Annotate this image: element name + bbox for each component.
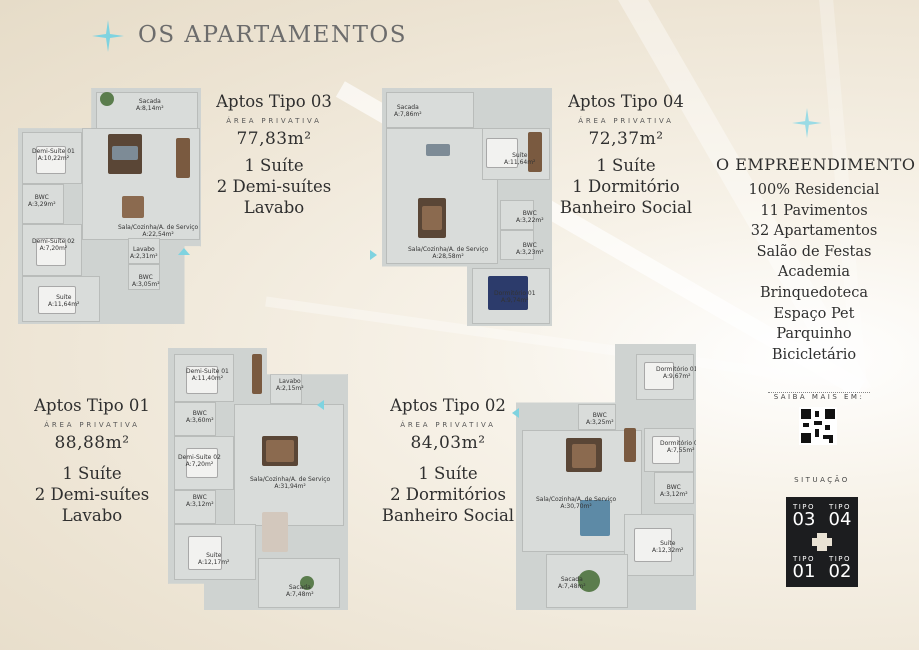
empreendimento-item: Salão de Festas [756,243,872,260]
empreendimento-section: O EMPREENDIMENTO 100% Residencial 11 Pav… [716,155,916,365]
empreendimento-item: Espaço Pet [773,305,855,322]
feature-item: 1 Dormitório [572,177,680,196]
situacao-tipo04: TIPO 04 [828,503,852,530]
room-label: BWC A:3,25m² [586,412,614,426]
apto-title: Aptos Tipo 02 [390,396,506,415]
area-privativa-label: ÁREA PRIVATIVA [226,117,322,125]
room-label: Suíte A:11,64m² [48,294,80,308]
empreendimento-item: Parquinho [776,326,852,343]
apto-area: 77,83m² [236,129,312,149]
entry-arrow-icon [178,248,190,255]
apto-info-tipo02: Aptos Tipo 02 ÁREA PRIVATIVA 84,03m² 1 S… [380,396,516,526]
area-privativa-label: ÁREA PRIVATIVA [44,421,140,429]
feature-item: 2 Demi-suítes [34,485,150,504]
room-label: BWC A:3,23m² [516,242,544,256]
feature-item: 2 Dormitórios [390,485,506,504]
situacao-tipo03: TIPO 03 [792,503,816,530]
feature-item: 1 Suíte [62,464,122,483]
room-label: Dormitório 02 A:7,55m² [660,440,696,454]
apto-features: 1 Suíte 2 Dormitórios Banheiro Social [380,463,516,526]
room-label: Sala/Cozinha/A. de Serviço A:28,58m² [408,246,489,260]
room-label: BWC A:3,12m² [660,484,688,498]
apto-info-tipo03: Aptos Tipo 03 ÁREA PRIVATIVA 77,83m² 1 S… [208,92,340,218]
situacao-tipo02: TIPO 02 [828,555,852,582]
situacao-tipo01: TIPO 01 [792,555,816,582]
apto-info-tipo01: Aptos Tipo 01 ÁREA PRIVATIVA 88,88m² 1 S… [24,396,160,526]
empreendimento-list: 100% Residencial 11 Pavimentos 32 Aparta… [716,180,912,365]
room-label: Sacada A:7,48m² [286,584,314,598]
room-label: BWC A:3,60m² [186,410,214,424]
empreendimento-item: 32 Apartamentos [750,223,878,240]
floor-plan-tipo03: Sacada A:8,14m² Demi-Suíte 01 A:10,22m² … [18,88,201,324]
room-label: BWC A:3,05m² [132,274,160,288]
apto-title: Aptos Tipo 01 [34,396,150,415]
room-label: Demi-Suíte 02 A:7,20m² [178,454,221,468]
feature-item: 1 Suíte [596,156,656,175]
apto-features: 1 Suíte 2 Demi-suítes Lavabo [24,463,160,526]
room-label: BWC A:3,22m² [516,210,544,224]
room-label: Dormitório 01 A:9,74m² [494,290,536,304]
empreendimento-item: Brinquedoteca [760,284,868,301]
room-label: Sacada A:7,86m² [394,104,422,118]
apto-features: 1 Suíte 1 Dormitório Banheiro Social [558,155,694,218]
apto-area: 88,88m² [54,433,130,453]
room-label: Lavabo A:2,31m² [130,246,158,260]
room-label: BWC A:3,12m² [186,494,214,508]
area-privativa-label: ÁREA PRIVATIVA [400,421,496,429]
page-title: OS APARTAMENTOS [138,22,408,48]
sparkle-icon [92,20,124,52]
apto-title: Aptos Tipo 03 [216,92,332,111]
entry-arrow-icon [317,400,324,410]
apto-features: 1 Suíte 2 Demi-suítes Lavabo [208,155,340,218]
room-label: Sala/Cozinha/A. de Serviço A:31,94m² [250,476,331,490]
room-label: Suíte A:12,32m² [652,540,684,554]
feature-item: 1 Suíte [244,156,304,175]
room-label: Dormitório 01 A:9,67m² [656,366,696,380]
saiba-mais-label: SAIBA MAIS EM: [768,392,870,401]
feature-item: Lavabo [243,198,305,217]
room-label: Sacada A:8,14m² [136,98,164,112]
sparkle-icon [792,108,822,138]
feature-item: 1 Suíte [418,464,478,483]
feature-item: Lavabo [61,506,123,525]
apto-info-tipo04: Aptos Tipo 04 ÁREA PRIVATIVA 72,37m² 1 S… [558,92,694,218]
entry-arrow-icon [512,408,519,418]
situacao-map: TIPO 03 TIPO 04 TIPO 01 TIPO 02 [786,497,858,587]
room-label: Sala/Cozinha/A. de Serviço A:22,54m² [118,224,199,238]
room-label: Demi-Suíte 02 A:7,20m² [32,238,75,252]
room-label: Sacada A:7,48m² [558,576,586,590]
empreendimento-item: 11 Pavimentos [760,202,868,219]
floor-plan-tipo01: Demi-Suíte 01 A:11,40m² Lavabo A:2,15m² … [168,348,348,610]
apto-title: Aptos Tipo 04 [568,92,684,111]
room-label: Demi-Suíte 01 A:10,22m² [32,148,75,162]
empreendimento-item: Bicicletário [771,346,857,363]
empreendimento-title: O EMPREENDIMENTO [716,155,916,174]
room-label: Demi-Suíte 01 A:11,40m² [186,368,229,382]
qr-code-icon[interactable] [799,407,837,445]
feature-item: Banheiro Social [381,506,515,525]
empreendimento-item: 100% Residencial [748,182,880,198]
room-label: BWC A:3,29m² [28,194,56,208]
floor-plan-tipo04: Sacada A:7,86m² Suíte A:11,64m² BWC A:3,… [382,88,552,326]
room-label: Lavabo A:2,15m² [276,378,304,392]
entry-arrow-icon [370,250,377,260]
feature-item: Banheiro Social [559,198,693,217]
area-privativa-label: ÁREA PRIVATIVA [578,117,674,125]
room-label: Sala/Cozinha/A. de Serviço A:30,70m² [536,496,617,510]
floor-plan-tipo02: BWC A:3,25m² Dormitório 01 A:9,67m² Dorm… [516,344,696,610]
feature-item: 2 Demi-suítes [216,177,332,196]
apto-area: 72,37m² [588,129,664,149]
empreendimento-item: Academia [777,264,851,281]
room-label: Suíte A:12,17m² [198,552,230,566]
room-label: Suíte A:11,64m² [504,152,536,166]
apto-area: 84,03m² [410,433,486,453]
situacao-label: SITUAÇÃO [794,476,850,484]
